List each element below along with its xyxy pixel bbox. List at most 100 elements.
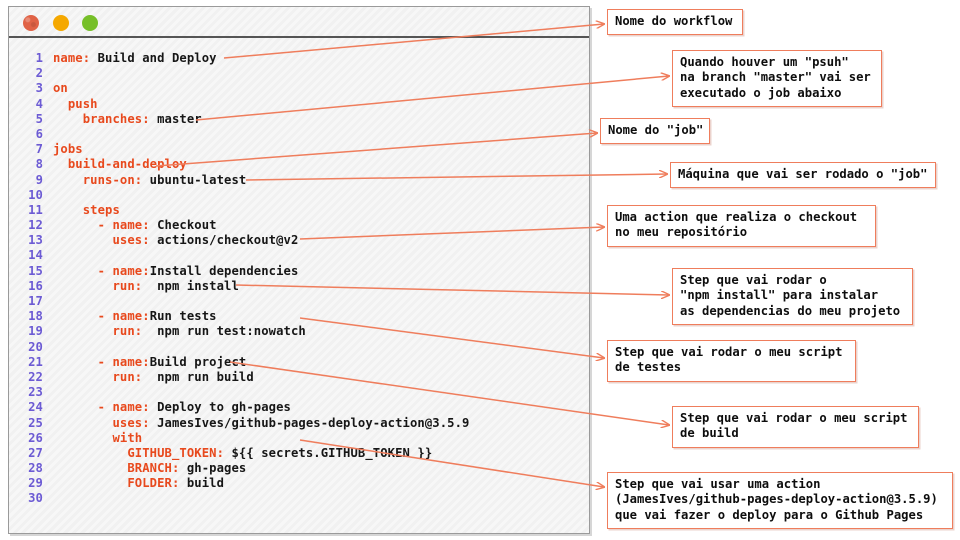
line-number: 16: [28, 278, 43, 293]
code-line-text: run: npm run build: [53, 370, 254, 384]
code-line-text: - name: Checkout: [53, 218, 217, 232]
code-line[interactable]: 22 run: npm run build: [9, 370, 589, 385]
code-line[interactable]: 12 - name: Checkout: [9, 218, 589, 233]
yaml-key: name:: [112, 309, 150, 324]
code-line-text: - name:Run tests: [53, 309, 217, 323]
annotation-test-script: Step que vai rodar o meu script de teste…: [607, 340, 856, 382]
code-line[interactable]: 11 steps: [9, 203, 589, 218]
code-line-text: jobs: [53, 142, 83, 156]
line-number: 29: [28, 476, 43, 491]
yaml-key: on: [53, 81, 68, 96]
code-line[interactable]: 5 branches: master: [9, 112, 589, 127]
code-line[interactable]: 20: [9, 340, 589, 355]
annotation-runner-machine: Máquina que vai ser rodado o "job": [670, 162, 936, 189]
minimize-button[interactable]: [53, 15, 69, 31]
line-number: 22: [28, 369, 43, 384]
annotation-npm-install: Step que vai rodar o "npm install" para …: [672, 268, 913, 326]
code-line[interactable]: 27 GITHUB_TOKEN: ${{ secrets.GITHUB_TOKE…: [9, 446, 589, 461]
annotation-build-script: Step que vai rodar o meu script de build: [672, 406, 919, 448]
code-line[interactable]: 10: [9, 188, 589, 203]
yaml-key: name:: [53, 51, 91, 65]
code-line-text: - name:Install dependencies: [53, 263, 299, 278]
code-line-text: branches: master: [53, 112, 202, 126]
code-line-text: - name:Build project: [53, 354, 247, 369]
line-number: 15: [28, 263, 43, 278]
code-line[interactable]: 15 - name:Install dependencies: [9, 264, 589, 279]
line-number: 27: [28, 445, 43, 460]
code-line[interactable]: 13 uses: actions/checkout@v2: [9, 233, 589, 248]
yaml-key: branches:: [82, 111, 150, 126]
code-line[interactable]: 28 BRANCH: gh-pages: [9, 461, 589, 476]
line-number: 6: [35, 126, 43, 141]
code-line[interactable]: 2: [9, 66, 589, 81]
code-line[interactable]: 29 FOLDER: build: [9, 476, 589, 491]
code-line-text: run: npm install: [53, 279, 239, 293]
line-number: 26: [28, 430, 43, 445]
code-line-text: push: [53, 97, 98, 111]
yaml-value: build: [179, 476, 225, 491]
code-line[interactable]: 14: [9, 248, 589, 263]
code-line[interactable]: 17: [9, 294, 589, 309]
code-line[interactable]: 30: [9, 491, 589, 506]
close-button[interactable]: [23, 15, 39, 31]
yaml-value: Install dependencies: [149, 263, 299, 278]
code-line[interactable]: 16 run: npm install: [9, 279, 589, 294]
yaml-value: master: [149, 111, 202, 126]
code-line-text: FOLDER: build: [53, 476, 224, 490]
yaml-value: ubuntu-latest: [142, 172, 247, 187]
yaml-key: FOLDER:: [127, 476, 180, 491]
code-line[interactable]: 25 uses: JamesIves/github-pages-deploy-a…: [9, 416, 589, 431]
yaml-key: steps: [82, 202, 120, 217]
yaml-value: actions/checkout@v2: [149, 233, 299, 248]
line-number: 21: [28, 354, 43, 369]
yaml-value: JamesIves/github-pages-deploy-action@3.5…: [149, 415, 470, 430]
annotation-checkout-action: Uma action que realiza o checkout no meu…: [607, 205, 876, 247]
yaml-key: name:: [112, 218, 150, 233]
line-number: 4: [35, 96, 43, 111]
maximize-button[interactable]: [82, 15, 98, 31]
yaml-value: npm run test:nowatch: [142, 324, 306, 339]
line-number: 1: [35, 51, 43, 65]
code-line[interactable]: 21 - name:Build project: [9, 355, 589, 370]
code-line-text: with: [53, 431, 143, 445]
line-number: 5: [35, 111, 43, 126]
code-line-text: BRANCH: gh-pages: [53, 461, 246, 475]
yaml-list-dash: -: [97, 309, 113, 324]
yaml-value: Run tests: [149, 309, 217, 324]
code-line[interactable]: 4 push: [9, 97, 589, 112]
yaml-key: GITHUB_TOKEN:: [127, 445, 225, 460]
yaml-key: build-and-deploy: [67, 157, 187, 172]
code-line[interactable]: 23: [9, 385, 589, 400]
yaml-list-dash: -: [97, 354, 113, 369]
line-number: 30: [28, 491, 43, 506]
code-line[interactable]: 26 with: [9, 431, 589, 446]
code-line[interactable]: 8 build-and-deploy: [9, 157, 589, 172]
code-line-text: build-and-deploy: [53, 157, 187, 171]
yaml-value: npm install: [142, 278, 239, 293]
code-line-text: - name: Deploy to gh-pages: [53, 400, 291, 414]
code-line[interactable]: 6: [9, 127, 589, 142]
line-number: 25: [28, 415, 43, 430]
yaml-key: jobs: [53, 142, 83, 157]
yaml-value: Build project: [149, 354, 247, 369]
line-number: 11: [28, 202, 43, 217]
line-number: 8: [35, 157, 43, 172]
code-line[interactable]: 9 runs-on: ubuntu-latest: [9, 173, 589, 188]
code-line[interactable]: 19 run: npm run test:nowatch: [9, 324, 589, 339]
code-line[interactable]: 24 - name: Deploy to gh-pages: [9, 400, 589, 415]
line-number: 23: [28, 385, 43, 400]
window-title-bar: [9, 7, 589, 38]
line-number: 20: [28, 339, 43, 354]
code-line[interactable]: 18 - name:Run tests: [9, 309, 589, 324]
yaml-key: name:: [112, 354, 150, 369]
yaml-key: run:: [112, 369, 143, 384]
yaml-key: runs-on:: [82, 172, 143, 187]
yaml-value: Deploy to gh-pages: [149, 400, 291, 415]
code-line-text: runs-on: ubuntu-latest: [53, 172, 247, 187]
annotation-workflow-name: Nome do workflow: [607, 9, 743, 36]
